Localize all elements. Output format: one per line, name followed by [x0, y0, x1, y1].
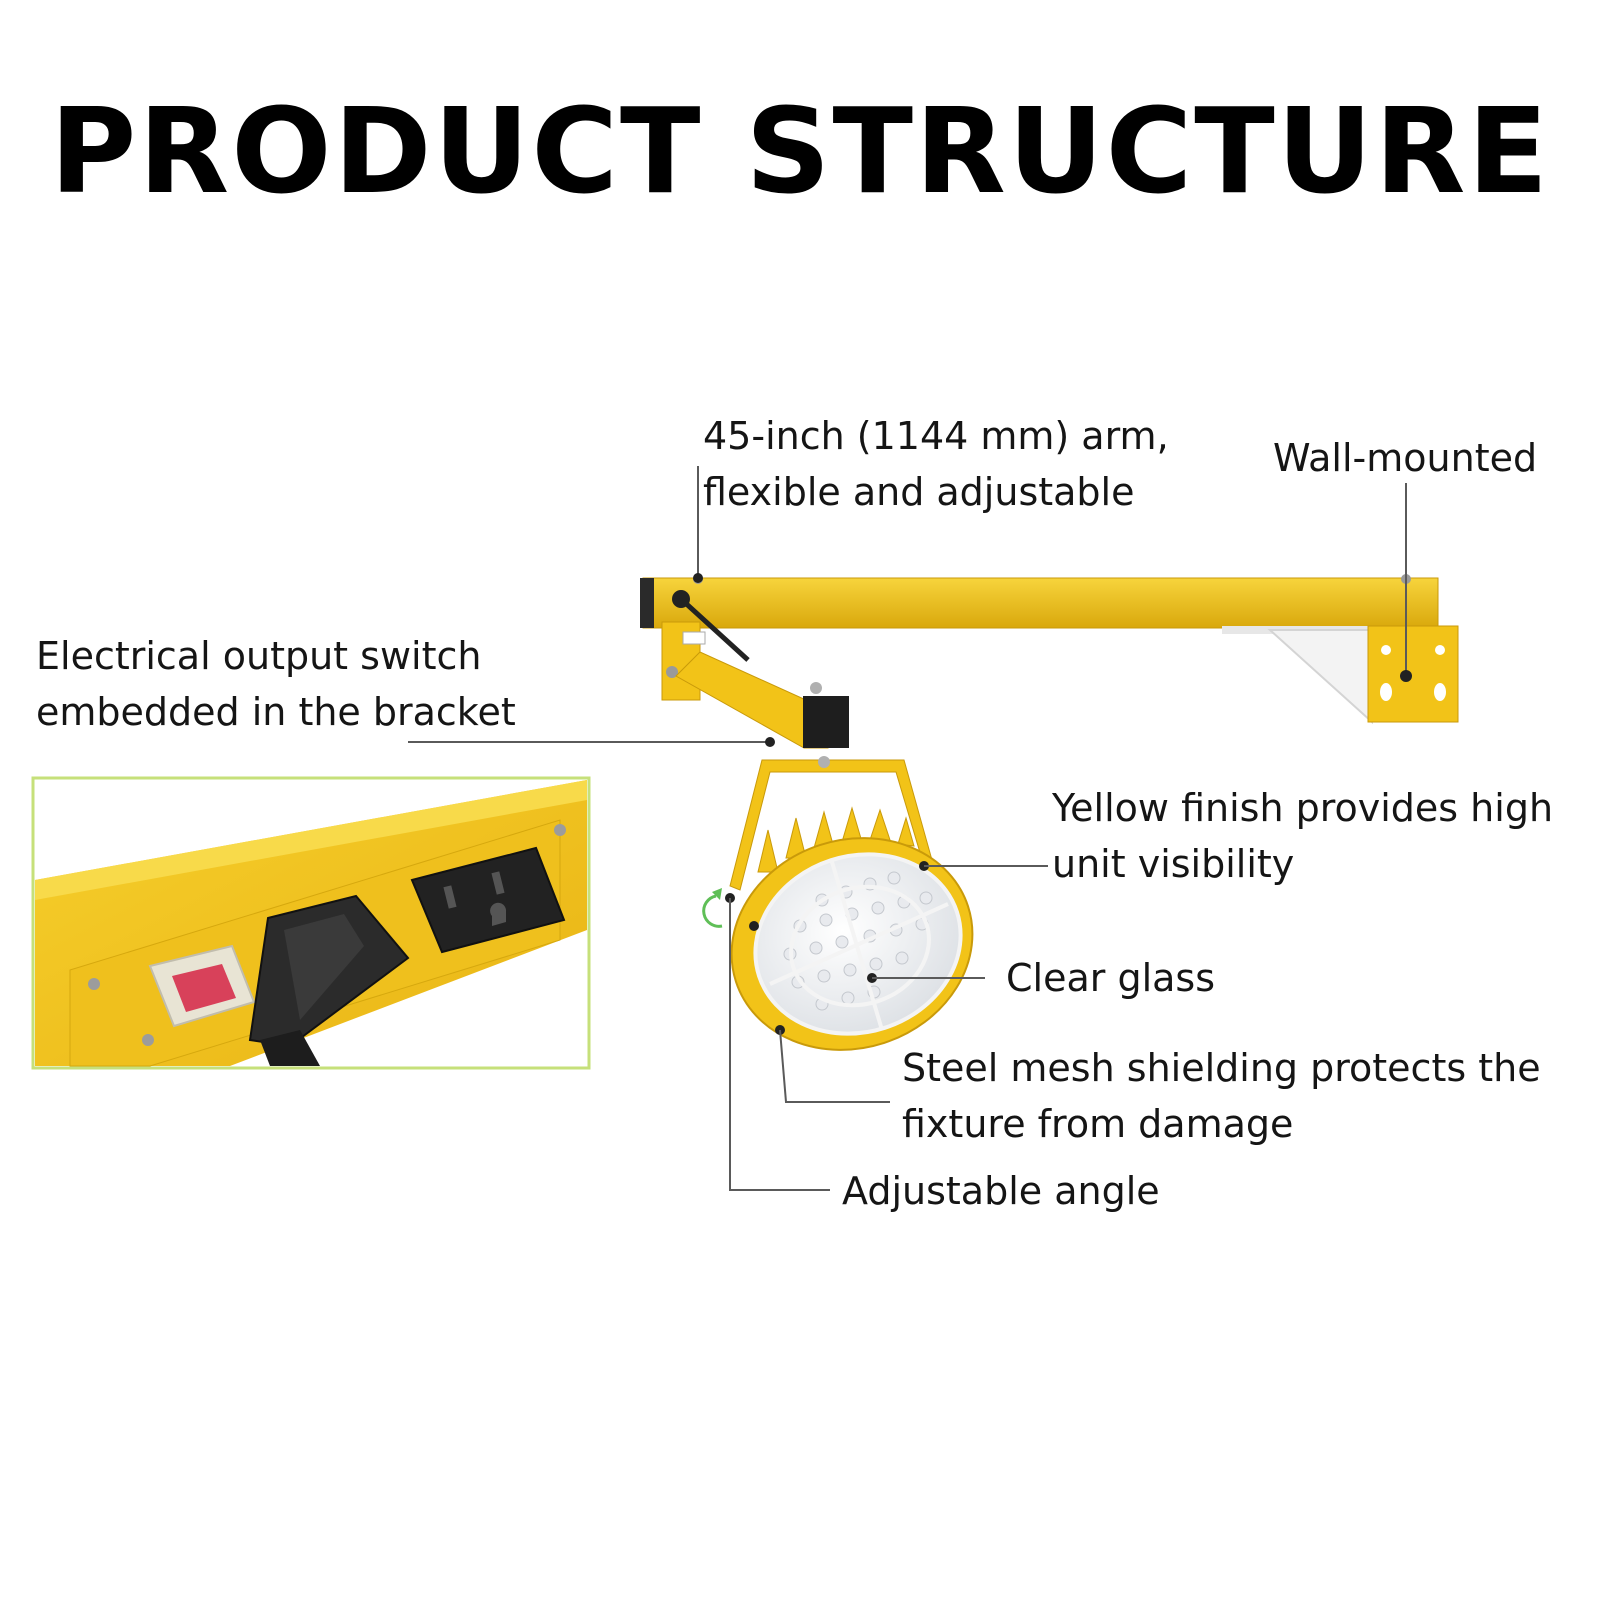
callout-arm-line-1: 45-inch (1144 mm) arm, — [703, 414, 1169, 458]
leader-lines — [408, 466, 1412, 1191]
callout-steel-mesh: Steel mesh shielding protects the fixtur… — [902, 1040, 1541, 1152]
callout-clear-glass: Clear glass — [1006, 950, 1215, 1006]
lamp-yoke — [729, 756, 933, 891]
callout-mesh-line-2: fixture from damage — [902, 1102, 1294, 1146]
switch-closeup-inset — [31, 776, 591, 1070]
outlet-icon — [410, 846, 566, 954]
callout-mesh-line-1: Steel mesh shielding protects the — [902, 1046, 1541, 1090]
callout-yellow-finish: Yellow finish provides high unit visibil… — [1052, 780, 1553, 892]
callout-glass-line-1: Clear glass — [1006, 956, 1216, 1000]
callout-adjustable-angle: Adjustable angle — [842, 1163, 1160, 1219]
wall-mount-bracket — [1267, 625, 1459, 725]
horizontal-arm — [640, 574, 1439, 634]
callout-arm: 45-inch (1144 mm) arm, flexible and adju… — [703, 408, 1169, 520]
callout-switch: Electrical output switch embedded in the… — [36, 628, 516, 740]
callout-switch-line-2: embedded in the bracket — [36, 690, 516, 734]
swing-arm — [661, 590, 849, 749]
plug-icon — [248, 894, 410, 1066]
callout-switch-line-1: Electrical output switch — [36, 634, 482, 678]
page-title: PRODUCT STRUCTURE — [49, 82, 1551, 220]
callout-finish-line-2: unit visibility — [1052, 842, 1295, 886]
callout-wall-line-1: Wall-mounted — [1273, 436, 1538, 480]
callout-wall-mounted: Wall-mounted — [1273, 430, 1537, 486]
callout-angle-line-1: Adjustable angle — [842, 1169, 1160, 1213]
callout-arm-line-2: flexible and adjustable — [703, 470, 1135, 514]
callout-finish-line-1: Yellow finish provides high — [1052, 786, 1554, 830]
lamp-head — [702, 806, 974, 1051]
rocker-switch-icon — [148, 944, 256, 1028]
